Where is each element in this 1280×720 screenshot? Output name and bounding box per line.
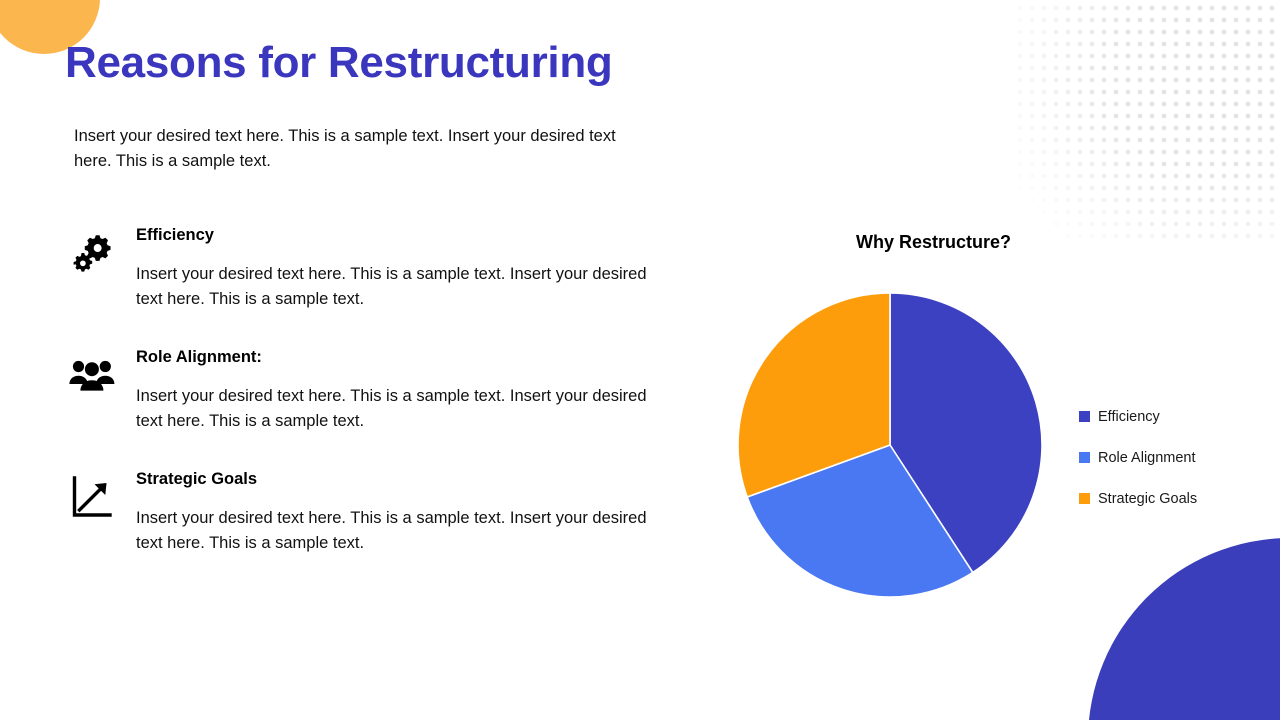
growth-arrow-chart-icon <box>66 474 118 520</box>
page-title: Reasons for Restructuring <box>65 38 613 87</box>
list-item: Efficiency Insert your desired text here… <box>66 224 686 346</box>
legend-label: Role Alignment <box>1098 449 1196 466</box>
feature-title: Role Alignment: <box>136 348 262 366</box>
feature-list: Efficiency Insert your desired text here… <box>66 224 686 590</box>
people-group-icon <box>66 352 118 398</box>
intro-paragraph: Insert your desired text here. This is a… <box>74 127 616 170</box>
feature-description: Insert your desired text here. This is a… <box>136 265 647 308</box>
legend-item[interactable]: Strategic Goals <box>1079 478 1269 519</box>
legend-item[interactable]: Efficiency <box>1079 396 1269 437</box>
feature-description: Insert your desired text here. This is a… <box>136 509 647 552</box>
chart-title: Why Restructure? <box>856 232 1012 252</box>
legend-item[interactable]: Role Alignment <box>1079 437 1269 478</box>
pie-slice[interactable] <box>737 292 891 499</box>
legend-swatch-role-alignment <box>1079 452 1090 463</box>
decorative-halftone-dots <box>1012 0 1280 242</box>
decorative-blue-circle <box>1088 538 1280 720</box>
list-item: Strategic Goals Insert your desired text… <box>66 468 686 590</box>
list-item: Role Alignment: Insert your desired text… <box>66 346 686 468</box>
feature-description: Insert your desired text here. This is a… <box>136 387 647 430</box>
feature-title: Efficiency <box>136 226 214 244</box>
pie-chart <box>735 290 1045 600</box>
legend-label: Efficiency <box>1098 408 1160 425</box>
feature-title: Strategic Goals <box>136 470 258 488</box>
feature-content: Role Alignment: Insert your desired text… <box>136 346 686 434</box>
gears-icon <box>66 230 118 276</box>
legend-swatch-efficiency <box>1079 411 1090 422</box>
legend-label: Strategic Goals <box>1098 490 1198 507</box>
chart-legend: Efficiency Role Alignment Strategic Goal… <box>1079 396 1269 519</box>
feature-content: Strategic Goals Insert your desired text… <box>136 468 686 556</box>
legend-swatch-strategic-goals <box>1079 493 1090 504</box>
pie-slice[interactable] <box>746 444 974 598</box>
pie-slice-group <box>737 292 1043 598</box>
feature-content: Efficiency Insert your desired text here… <box>136 224 686 312</box>
